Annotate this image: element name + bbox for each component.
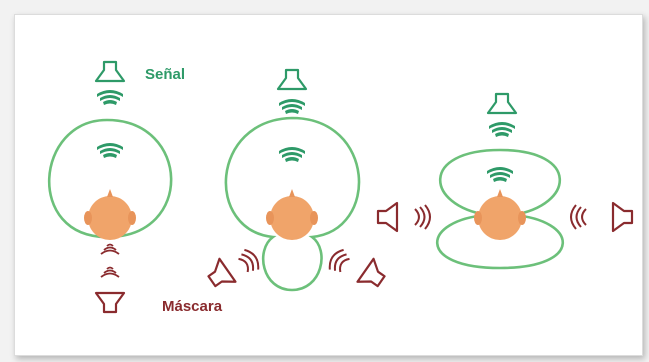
speaker-icon <box>96 293 124 312</box>
speaker-icon <box>96 62 124 81</box>
head-icon <box>266 189 318 240</box>
signal-label: Señal <box>145 66 185 83</box>
sound-wave-icon <box>489 122 515 137</box>
head-icon <box>474 189 526 240</box>
sound-wave-icon <box>97 143 123 158</box>
sound-wave-icon <box>101 268 119 278</box>
sound-wave-icon <box>97 90 123 105</box>
speaker-icon <box>488 94 516 113</box>
sound-wave-icon <box>279 147 305 162</box>
sound-wave-icon <box>279 99 305 114</box>
sound-wave-icon <box>487 167 513 182</box>
sound-wave-icon <box>326 247 352 275</box>
sound-wave-icon <box>236 247 262 275</box>
sound-wave-icon <box>101 245 119 255</box>
mask-label: Máscara <box>162 298 222 315</box>
speaker-icon <box>613 203 632 231</box>
sound-wave-icon <box>415 205 430 229</box>
speaker-icon <box>358 259 390 293</box>
cardioid-pattern <box>204 70 389 293</box>
speaker-icon <box>278 70 306 89</box>
speaker-icon <box>204 259 236 293</box>
figure-eight-pattern <box>378 94 632 268</box>
speaker-icon <box>378 203 397 231</box>
sound-wave-icon <box>571 205 586 229</box>
head-icon <box>84 189 136 240</box>
omnidirectional-pattern <box>49 62 171 312</box>
